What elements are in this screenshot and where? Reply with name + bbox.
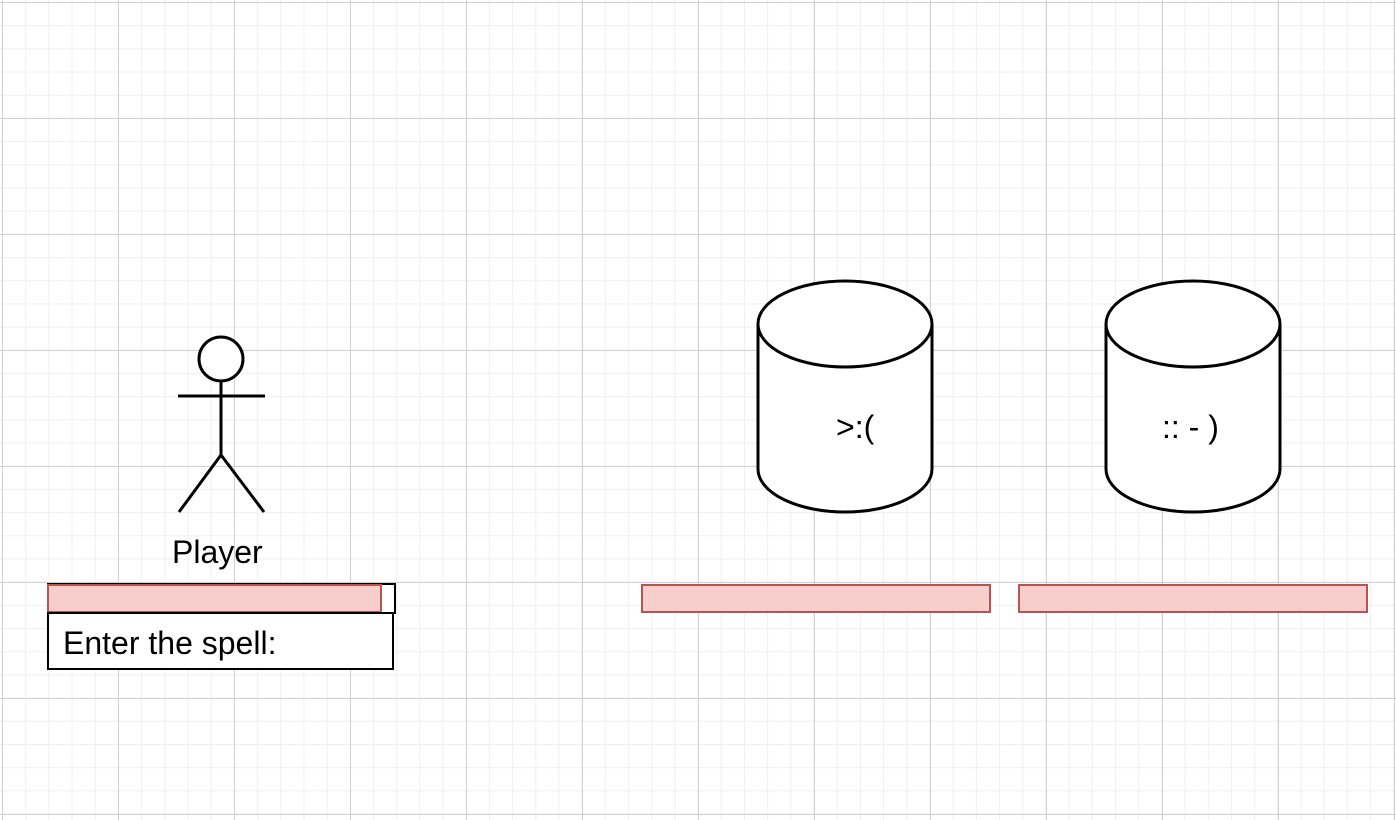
player-left-leg: [177, 454, 223, 513]
enemy-cylinder-2: [1104, 279, 1282, 514]
enemy-health-bar-1: [641, 584, 991, 613]
enemy-face-2: :: - ): [1162, 409, 1219, 445]
enemy-cylinder-1: [756, 279, 934, 514]
player-health-bar: [47, 584, 382, 613]
enemy-cylinder-1-body: [756, 324, 934, 514]
player-label: Player: [172, 534, 263, 570]
enemy-health-bar-2: [1018, 584, 1368, 613]
spell-input-prompt: Enter the spell:: [63, 625, 277, 661]
player-stick-figure: [177, 335, 266, 513]
player-head: [197, 335, 245, 383]
enemy-cylinder-2-body: [1104, 324, 1282, 514]
enemy-cylinder-1-top: [756, 279, 934, 369]
spell-input-box[interactable]: Enter the spell:: [47, 612, 394, 670]
enemy-face-1: >:(: [836, 409, 875, 445]
player-right-leg: [219, 454, 266, 513]
enemy-cylinder-2-top: [1104, 279, 1282, 369]
